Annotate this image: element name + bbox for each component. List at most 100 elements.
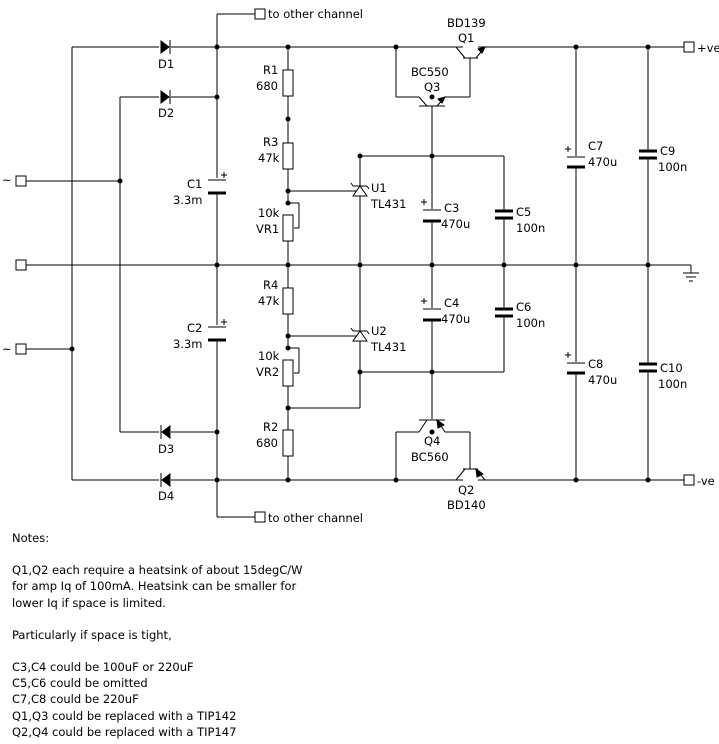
label-u1-part: TL431 <box>370 197 406 211</box>
label-c2-value: 3.3m <box>173 337 203 351</box>
terminal-ac-in-2 <box>15 343 27 355</box>
notes-line: lower Iq if space is limited. <box>12 595 166 610</box>
capacitor-c8 <box>565 352 585 375</box>
label-q2-part: BD140 <box>447 498 486 512</box>
terminal-to-other-channel-bottom <box>254 511 266 523</box>
label-c8: C8 <box>588 357 603 371</box>
label-r4-value: 47k <box>258 294 280 308</box>
notes-block: Notes: Q1,Q2 each require a heatsink of … <box>12 530 332 740</box>
label-c5: C5 <box>516 205 531 219</box>
resistors <box>282 69 294 457</box>
label-r1: R1 <box>263 63 278 77</box>
label-u2: U2 <box>371 324 387 338</box>
label-c7: C7 <box>588 139 603 153</box>
label-q3: Q3 <box>424 80 440 94</box>
label-c9: C9 <box>660 144 675 158</box>
label-q4-part: BC560 <box>411 450 449 464</box>
notes-line <box>12 611 332 627</box>
label-c6: C6 <box>516 300 531 314</box>
notes-line: for amp Iq of 100mA. Heatsink can be sma… <box>12 579 297 594</box>
capacitors <box>208 146 657 375</box>
label-r3: R3 <box>263 135 278 149</box>
label-q1: Q1 <box>458 31 474 45</box>
notes-line <box>12 643 332 659</box>
label-ac-in-1: ~ <box>2 173 12 187</box>
regulator-u1 <box>350 182 370 197</box>
label-d4: D4 <box>158 489 174 503</box>
capacitor-c3 <box>421 199 441 223</box>
label-c1: C1 <box>187 177 202 191</box>
label-c2: C2 <box>187 321 202 335</box>
capacitor-c2 <box>208 319 227 342</box>
label-c9-value: 100n <box>658 160 687 174</box>
label-to-other-channel-bottom: to other channel <box>268 511 363 525</box>
label-c10-value: 100n <box>658 377 687 391</box>
notes-line <box>12 546 332 562</box>
terminal-ground <box>15 259 27 271</box>
label-vr2: VR2 <box>256 365 279 379</box>
label-pos-out: +ve <box>697 41 719 55</box>
notes-line: Q2,Q4 could be replaced with a TIP147 <box>12 724 237 739</box>
diode-d1 <box>160 40 171 54</box>
potentiometer-vr1 <box>282 214 294 242</box>
diode-d2 <box>160 90 171 104</box>
label-r3-value: 47k <box>258 151 280 165</box>
label-d2: D2 <box>158 106 174 120</box>
terminal-ac-in-1 <box>15 175 27 187</box>
label-vr1-value: 10k <box>258 206 280 220</box>
terminal-to-other-channel-top <box>254 8 266 20</box>
potentiometer-vr2 <box>282 359 294 387</box>
notes-heading: Notes: <box>12 531 50 545</box>
capacitor-c4 <box>421 298 441 322</box>
notes-line: C5,C6 could be omitted <box>12 676 148 691</box>
label-d1: D1 <box>158 57 174 71</box>
transistor-q1 <box>455 46 486 65</box>
terminals <box>15 8 695 523</box>
capacitor-c10 <box>639 362 657 373</box>
label-c5-value: 100n <box>516 221 545 235</box>
diode-d4 <box>160 473 171 487</box>
label-q3-part: BC550 <box>411 65 449 79</box>
capacitor-c1 <box>208 172 227 195</box>
label-q1-part: BD139 <box>447 16 486 30</box>
resistor-r4 <box>282 287 294 315</box>
label-c3: C3 <box>444 201 459 215</box>
transistor-q4 <box>418 418 446 433</box>
label-q2: Q2 <box>458 483 474 497</box>
wires <box>26 13 699 518</box>
notes-line: Q1,Q3 could be replaced with a TIP142 <box>12 708 237 723</box>
label-u2-part: TL431 <box>370 340 406 354</box>
label-to-other-channel-top: to other channel <box>268 7 363 21</box>
labels: to other channel to other channel ~ ~ +v… <box>2 7 719 525</box>
resistor-r1 <box>282 69 294 97</box>
diode-d3 <box>160 425 171 439</box>
capacitor-c6 <box>495 307 513 318</box>
label-r2-value: 680 <box>256 436 278 450</box>
label-c8-value: 470u <box>588 373 617 387</box>
notes-line: Q1,Q2 each require a heatsink of about 1… <box>12 563 303 578</box>
label-c1-value: 3.3m <box>173 193 203 207</box>
transistors <box>418 46 486 481</box>
capacitor-c7 <box>565 146 585 169</box>
capacitor-c5 <box>495 209 513 220</box>
notes-line: Particularly if space is tight, <box>12 627 172 642</box>
transistor-q2 <box>455 462 486 481</box>
label-vr2-value: 10k <box>258 349 280 363</box>
notes-line: C7,C8 could be 220uF <box>12 692 139 707</box>
label-r1-value: 680 <box>256 79 278 93</box>
regulator-u2 <box>350 327 370 342</box>
label-ac-in-2: ~ <box>2 342 12 356</box>
label-c10: C10 <box>660 361 683 375</box>
label-c4: C4 <box>444 296 459 310</box>
label-u1: U1 <box>371 181 387 195</box>
label-c4-value: 470u <box>441 312 470 326</box>
terminal-neg-out <box>683 474 695 486</box>
diodes <box>160 40 171 487</box>
resistor-r3 <box>282 142 294 170</box>
label-vr1: VR1 <box>256 222 279 236</box>
label-r2: R2 <box>263 420 278 434</box>
label-neg-out: -ve <box>697 474 715 488</box>
label-c6-value: 100n <box>516 316 545 330</box>
label-c7-value: 470u <box>588 155 617 169</box>
